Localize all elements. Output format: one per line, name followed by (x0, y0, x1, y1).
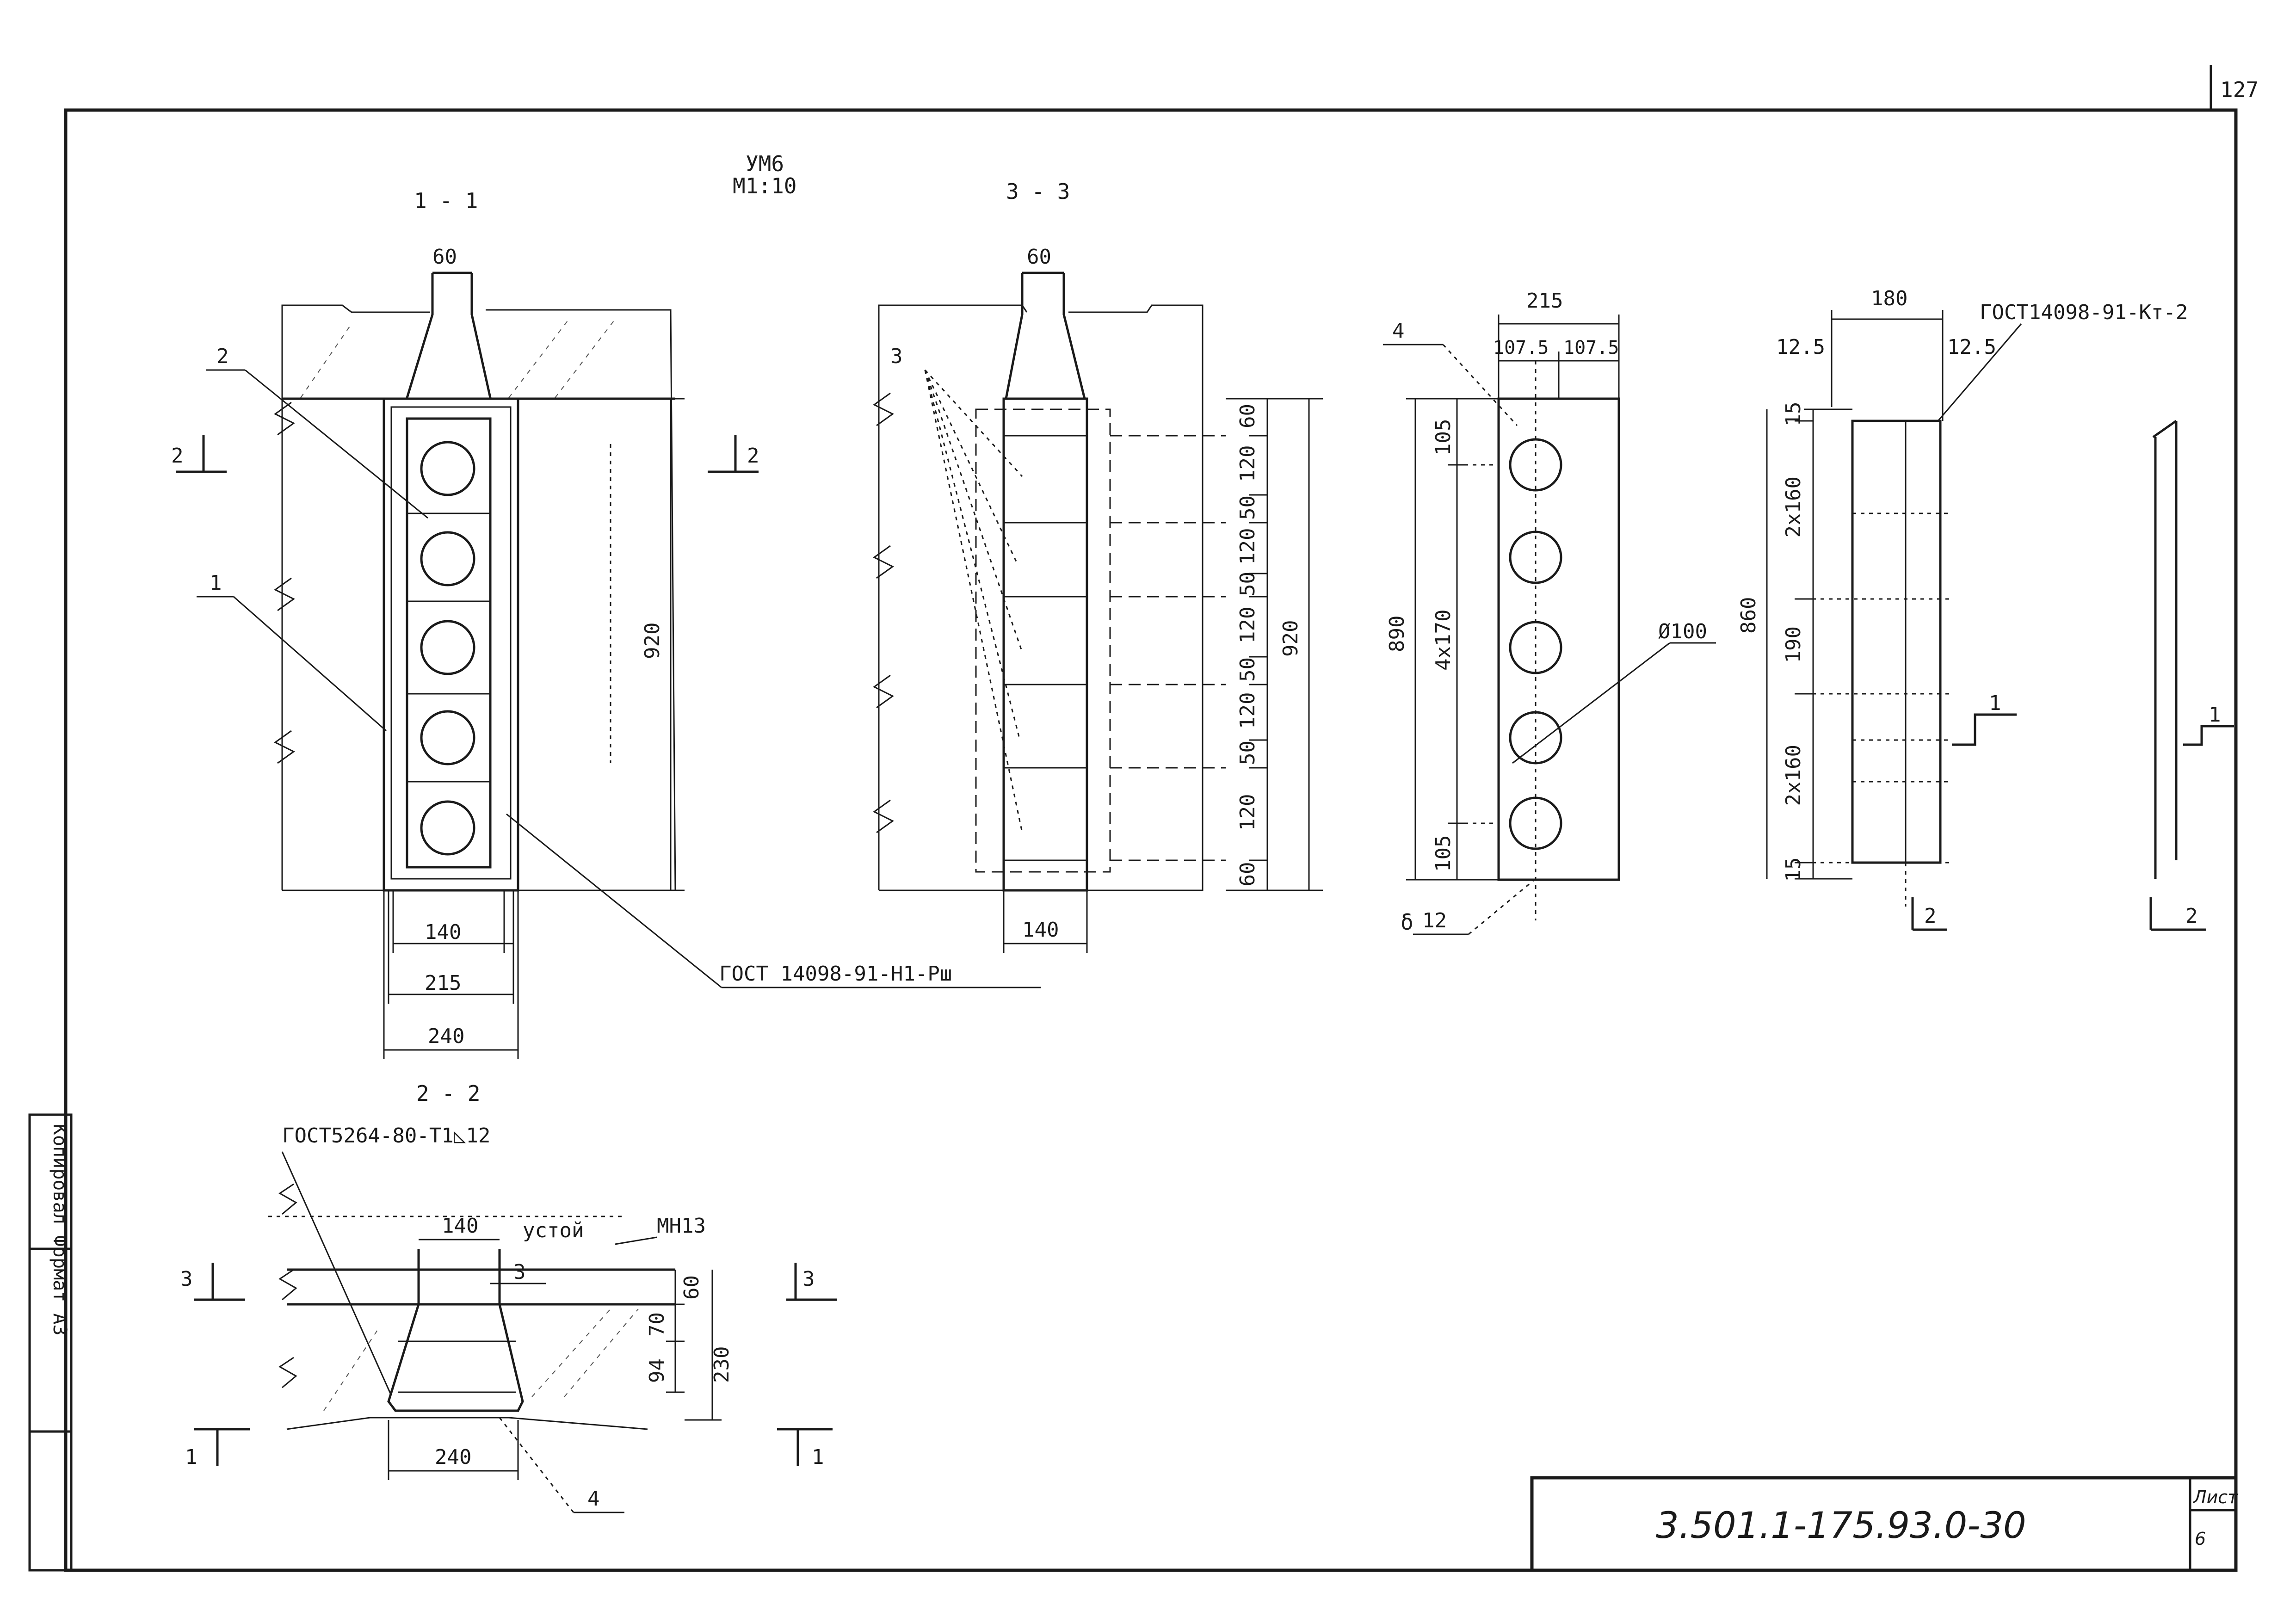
section-1-1: 1 - 1 60 (171, 188, 1041, 1059)
plate-dim-4x170: 4x170 (1432, 610, 1455, 671)
side-chain-label: 15 (1782, 858, 1805, 882)
side-chain-label: 2x160 (1782, 476, 1805, 537)
s33-chain-label: 120 (1236, 528, 1259, 565)
side-dim-860: 860 (1737, 597, 1760, 634)
side-chain-label: 2x160 (1782, 745, 1805, 806)
s11-pos-2: 2 (216, 345, 229, 368)
side-dim-12-5-left: 12.5 (1776, 335, 1825, 359)
section-2-2-title: 2 - 2 (416, 1081, 480, 1106)
plate-view: 215 107.5 107.5 4 890 105 4x170 105 Ø100… (1383, 289, 1716, 935)
s33-chain-label: 50 (1236, 741, 1259, 765)
side-chain-label: 15 (1782, 402, 1805, 426)
s22-cut-3-left: 3 (180, 1267, 193, 1291)
s22-dim-70: 70 (645, 1312, 669, 1337)
plate-pos-4: 4 (1392, 319, 1405, 343)
s11-pos-1: 1 (210, 571, 222, 595)
s22-cut-3-right: 3 (802, 1267, 815, 1291)
s33-chain-label: 50 (1236, 572, 1259, 596)
drawing-scale: М1:10 (733, 173, 796, 198)
s33-pos-3: 3 (890, 345, 903, 368)
s22-dim-94: 94 (645, 1358, 669, 1383)
side-cut-1: 1 (1989, 691, 2001, 715)
sheet-frame: 127 Копировал Формат А3 (28, 65, 2259, 1572)
plate-dim-hole: Ø100 (1658, 620, 1707, 643)
s33-chain-label: 50 (1236, 495, 1259, 520)
plate-thk: 12 (1422, 909, 1447, 932)
side-chain-dimensions: 15 2x160 190 2x160 15 (1782, 402, 1813, 882)
s11-dim-140: 140 (425, 920, 461, 944)
s11-gost-mesh: ГОСТ 14098-91-Н1-Рш (719, 962, 952, 986)
edge-view: 1 2 (2149, 420, 2234, 931)
plate-dim-107-5-right: 107.5 (1563, 337, 1619, 358)
section-1-1-title: 1 - 1 (414, 188, 478, 213)
s11-dim-215: 215 (425, 971, 461, 995)
s33-dim-920: 920 (1279, 620, 1302, 657)
title-block: 3.501.1-175.93.0-30 Лист 6 (1530, 1476, 2239, 1572)
s11-dim-920: 920 (641, 623, 664, 659)
s22-dim-140: 140 (442, 1214, 478, 1238)
s22-dim-240: 240 (435, 1445, 471, 1469)
side-gost-kt2: ГОСТ14098-91-Кт-2 (1980, 301, 2188, 324)
s22-pos-4: 4 (587, 1487, 600, 1511)
document-cipher: 3.501.1-175.93.0-30 (1656, 1505, 2026, 1547)
sheet-number: 6 (2195, 1529, 2206, 1549)
s11-dim-60: 60 (432, 245, 457, 269)
plate-dim-215: 215 (1526, 289, 1563, 313)
element-mark: УМ6 (746, 151, 784, 176)
plate-dim-890: 890 (1385, 616, 1409, 652)
edge-cut-1: 1 (2209, 703, 2221, 727)
sheet-label: Лист (2192, 1487, 2239, 1507)
s22-dim-60: 60 (680, 1275, 704, 1300)
side-dim-12-5-right: 12.5 (1947, 335, 1996, 359)
s33-chain-label: 120 (1236, 692, 1259, 729)
section-2-2: 2 - 2 ГОСТ5264-80-Т1◺12 140 устой МН13 3 (180, 1081, 837, 1513)
edge-cut-2: 2 (2185, 904, 2198, 928)
s11-cut-2-left: 2 (171, 444, 184, 468)
s11-dim-240: 240 (428, 1024, 464, 1048)
s33-dim-140: 140 (1022, 918, 1059, 942)
page-number: 127 (2220, 77, 2259, 102)
s11-cut-2-right: 2 (747, 444, 759, 468)
s33-dim-60: 60 (1027, 245, 1051, 269)
s33-chain-dimensions: 60 120 50 120 50 120 50 120 50 120 60 (1236, 404, 1267, 891)
plate-thk-symbol: δ (1401, 910, 1413, 935)
s33-chain-label: 120 (1236, 445, 1259, 482)
s33-chain-label: 60 (1236, 404, 1259, 428)
side-cut-2: 2 (1924, 904, 1937, 928)
s22-mn13: МН13 (657, 1214, 706, 1238)
side-dim-180: 180 (1871, 287, 1907, 310)
plate-dim-105-bottom: 105 (1432, 835, 1455, 872)
s22-dim-230: 230 (710, 1346, 734, 1383)
side-view: 180 12.5 12.5 ГОСТ14098-91-Кт-2 860 15 2x… (1737, 287, 2188, 931)
drawing-header: УМ6 М1:10 (733, 151, 796, 198)
s22-cut-1-right: 1 (812, 1445, 824, 1469)
s22-ustoi: устой (523, 1219, 584, 1242)
margin-stamp: Копировал Формат А3 (49, 1124, 70, 1336)
plate-dim-105-top: 105 (1432, 419, 1455, 456)
s33-chain-label: 60 (1236, 862, 1259, 887)
section-3-3-title: 3 - 3 (1006, 179, 1070, 204)
s33-chain-label: 120 (1236, 607, 1259, 643)
s22-pos-3: 3 (513, 1260, 526, 1284)
s33-chain-label: 120 (1236, 794, 1259, 831)
s22-cut-1-left: 1 (185, 1445, 198, 1469)
s33-chain-label: 50 (1236, 657, 1259, 682)
s22-gost-weld: ГОСТ5264-80-Т1◺12 (282, 1124, 490, 1148)
side-chain-label: 190 (1782, 626, 1805, 663)
section-3-3: 3 - 3 3 60 (873, 179, 1323, 953)
plate-dim-107-5-left: 107.5 (1493, 337, 1549, 358)
